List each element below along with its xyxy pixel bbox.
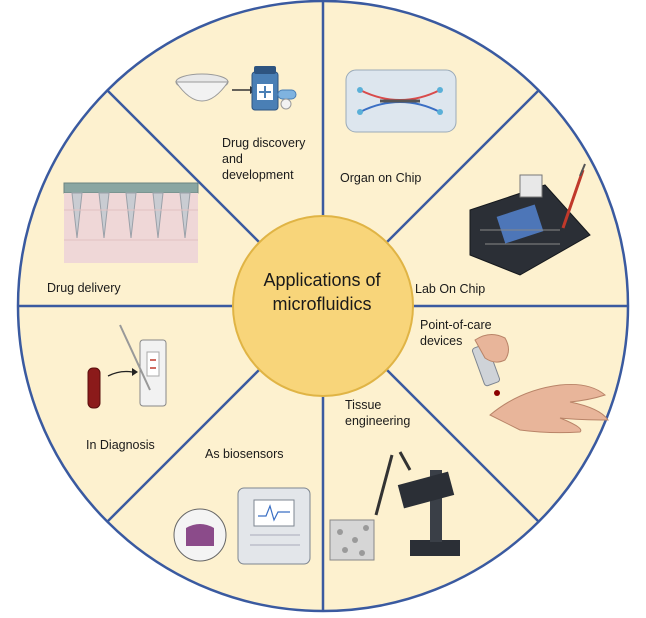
chip-icon	[345, 69, 457, 133]
sensor-device-icon	[173, 487, 311, 565]
microneedle-patch-icon	[63, 182, 199, 263]
label-diagnosis: In Diagnosis	[86, 438, 155, 452]
label-organ-on-chip: Organ on Chip	[340, 171, 422, 185]
bioprinter-icon	[329, 451, 460, 561]
finger-prick-icon	[471, 334, 609, 434]
label-lab-on-chip: Lab On Chip	[415, 282, 486, 296]
segment-dividers	[18, 1, 628, 611]
label-drug-delivery: Drug delivery	[47, 281, 121, 295]
label-biosensors: As biosensors	[205, 447, 284, 461]
center-title: Applications of microfluidics	[263, 270, 381, 314]
label-point-of-care: Point-of-care devices	[420, 318, 492, 348]
test-strip-icon	[87, 324, 167, 409]
bowl-and-medicine-icon	[175, 66, 297, 111]
label-drug-discovery: Drug discovery and development	[222, 136, 306, 182]
center-circle	[232, 215, 414, 397]
label-tissue-engineering: Tissue engineering	[345, 398, 411, 428]
lab-device-icon	[469, 163, 591, 276]
